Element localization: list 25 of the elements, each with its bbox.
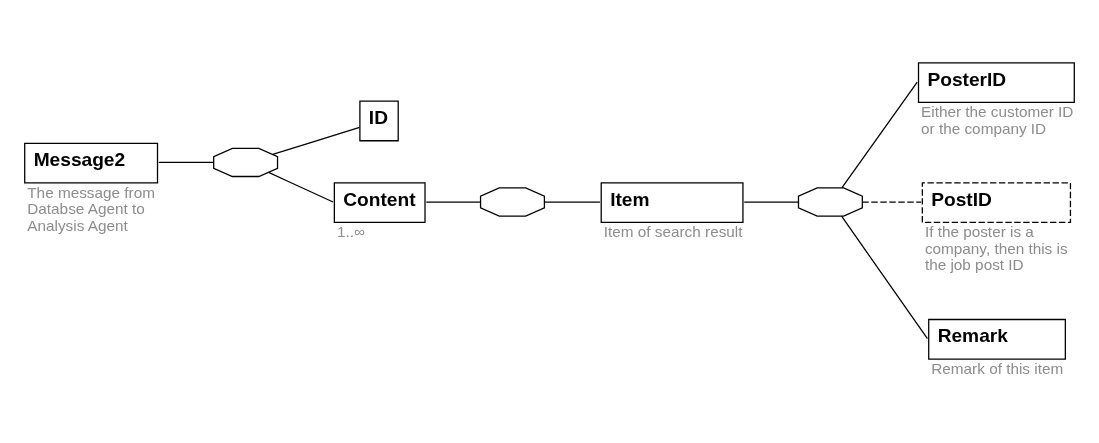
node-box: Remark bbox=[928, 318, 1066, 360]
connector bbox=[841, 81, 918, 189]
node-box: Content bbox=[333, 182, 426, 224]
node-octagon bbox=[479, 187, 546, 217]
node-label: Item of search result bbox=[603, 223, 743, 241]
connector bbox=[743, 201, 800, 203]
node-label: The message from Databse Agent to Analysis Agent bbox=[27, 183, 155, 234]
node-octagon bbox=[213, 147, 279, 178]
node-label: Remark of this item bbox=[931, 359, 1064, 377]
connector bbox=[425, 201, 482, 203]
connector bbox=[544, 201, 601, 203]
node-box: Message2 bbox=[24, 142, 159, 184]
node-label: Either the customer ID or the company ID bbox=[921, 103, 1074, 137]
connector bbox=[268, 171, 334, 203]
connector bbox=[158, 161, 215, 164]
connector bbox=[840, 215, 929, 340]
node-octagon bbox=[797, 187, 863, 217]
node-label: If the poster is a company, then this is the job post ID bbox=[924, 223, 1068, 274]
node-box: Item bbox=[600, 182, 744, 224]
node-box: ID bbox=[359, 100, 399, 142]
node-label: 1..∞ bbox=[336, 223, 365, 241]
node-box: PostID bbox=[921, 182, 1072, 224]
connector bbox=[861, 201, 922, 203]
connector bbox=[272, 126, 361, 155]
node-box: PosterID bbox=[917, 62, 1075, 104]
